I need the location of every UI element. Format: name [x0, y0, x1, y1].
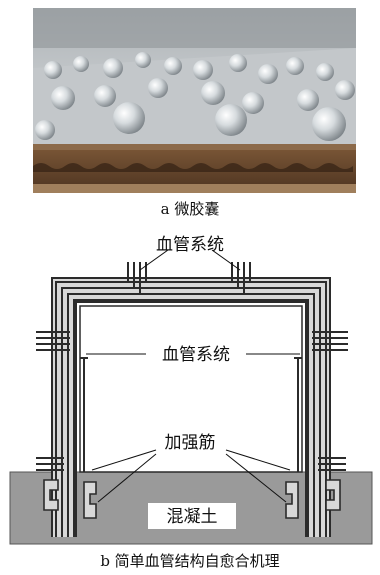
label-concrete: 混凝土 [167, 507, 218, 527]
label-reinforcement: 加强筋 [165, 433, 216, 453]
concrete-label-box [148, 503, 236, 529]
leader-lines [86, 249, 300, 503]
anchors [43, 479, 341, 519]
caption-figure-a: a 微胶囊 [160, 200, 220, 218]
reinforcement-bars [80, 357, 302, 472]
label-vascular-mid: 血管系统 [162, 345, 230, 365]
microcapsule-beads [35, 52, 355, 141]
side-inlets [36, 331, 348, 471]
vascular-schematic: 血管系统 血管系统 加强筋 混凝土 [0, 222, 380, 547]
caption-figure-b: b 简单血管结构自愈合机理 [100, 552, 280, 570]
top-inlets [127, 262, 251, 294]
microcapsule-photo [33, 8, 356, 193]
label-vascular-top: 血管系统 [156, 235, 224, 255]
